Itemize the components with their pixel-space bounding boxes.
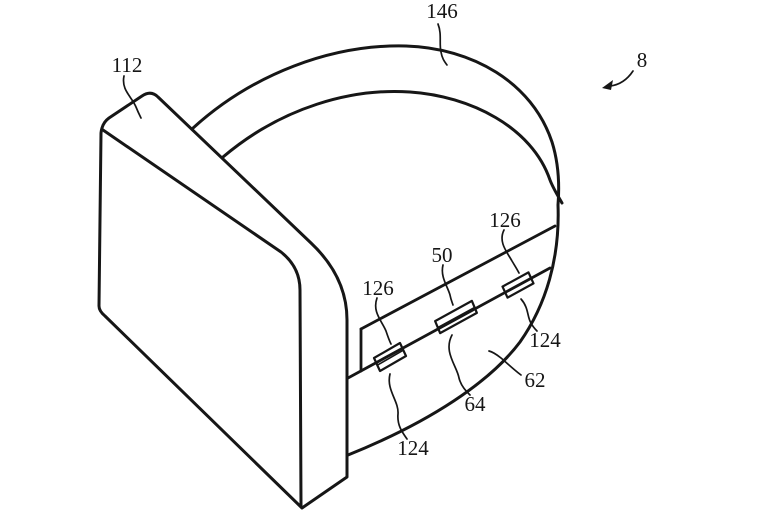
leader-124-left (388, 373, 408, 440)
callout-124-left: 124 (397, 436, 429, 460)
leader-50 (441, 264, 454, 306)
fastener-tab-left-inner-line (376, 349, 405, 366)
leader-8-arrowhead (602, 80, 613, 90)
display-module-front-edge (101, 128, 303, 508)
fastener-tab-middle-outline (434, 299, 478, 335)
side-strip-top-edge (359, 224, 557, 331)
fastener-tab-right-outline (501, 271, 535, 299)
leader-8-curve (609, 70, 634, 87)
callout-112: 112 (112, 53, 143, 77)
fastener-tab-right-inner-line (504, 277, 533, 294)
fastener-tab-middle-inner-line (437, 306, 476, 329)
leader-8-arrow (602, 70, 634, 90)
callout-64: 64 (465, 392, 487, 416)
fastener-tab-middle (434, 299, 478, 335)
fastener-tab-left (372, 341, 408, 373)
leader-146 (437, 23, 448, 66)
callout-126-left: 126 (362, 276, 394, 300)
leader-126-right (501, 229, 520, 274)
head-strap-upper-and-rear-curve (190, 44, 561, 457)
callout-126-right: 126 (489, 208, 521, 232)
leader-124-right (520, 298, 538, 332)
leader-112 (122, 75, 142, 119)
callout-62: 62 (525, 368, 546, 392)
fastener-tab-right (501, 271, 535, 299)
leader-62 (488, 350, 522, 376)
display-module-silhouette (97, 91, 349, 510)
callout-8: 8 (637, 48, 648, 72)
leader-126-left (374, 297, 392, 345)
callout-50: 50 (432, 243, 453, 267)
callout-124-right: 124 (529, 328, 561, 352)
head-strap-lower-curve (221, 90, 564, 205)
fastener-tab-left-outline (372, 341, 408, 373)
leader-64 (448, 334, 471, 396)
callout-146: 146 (426, 0, 458, 23)
